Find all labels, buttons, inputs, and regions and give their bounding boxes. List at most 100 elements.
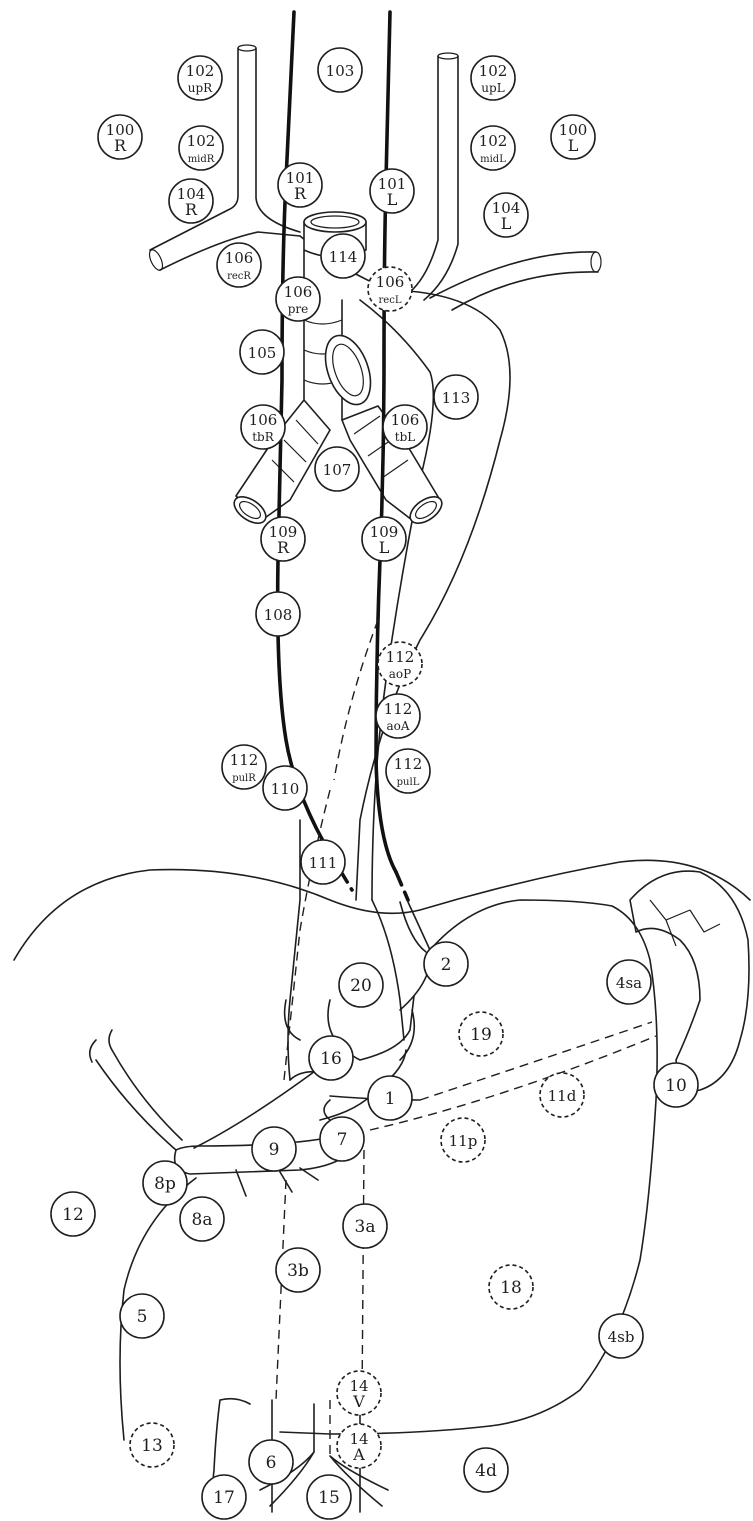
node-sublabel: pulL	[397, 777, 420, 788]
lymph-node-station: 16	[309, 1036, 353, 1080]
left-subclavian-artery	[430, 252, 596, 298]
right-carotid-opening	[238, 45, 256, 51]
lymph-node-station: 11p	[441, 1118, 485, 1162]
lymph-node-station: 20	[339, 963, 383, 1007]
node-sublabel: aoP	[389, 667, 411, 681]
lymph-node-station: 8a	[180, 1197, 224, 1241]
node-number: 106	[249, 411, 278, 429]
aortic-arch-inner	[360, 300, 433, 900]
node-sublabel: tbL	[395, 430, 416, 444]
node-sublabel: pulR	[232, 773, 256, 784]
esophagus-left-wall	[288, 820, 300, 1080]
lymph-node-station: 105	[240, 330, 284, 374]
trachea-top-opening	[304, 212, 366, 232]
node-label: 113	[442, 389, 471, 407]
lymph-node-station: 4d	[464, 1448, 508, 1492]
lymph-node-station: 107	[315, 447, 359, 491]
left-vagus-lower	[396, 872, 408, 900]
lymph-node-station: 14A	[337, 1424, 381, 1468]
node-number: 106	[225, 249, 254, 267]
node-label: 20	[350, 976, 372, 996]
node-label: 13	[141, 1436, 163, 1456]
lymph-node-station: 12	[51, 1192, 95, 1236]
node-label: 17	[213, 1488, 235, 1508]
lymph-node-station: 11d	[540, 1073, 584, 1117]
lymph-node-station: 104R	[169, 179, 213, 223]
lymph-node-station: 106tbL	[383, 405, 427, 449]
splenic-artery-dashed-upper	[420, 1022, 652, 1100]
node-label: 3a	[355, 1217, 376, 1237]
node-sublabel: V	[352, 1392, 365, 1411]
lymph-node-station: 109R	[261, 517, 305, 561]
node-number: 112	[230, 751, 259, 769]
lymph-node-station: 112 pulL	[386, 749, 430, 793]
splenic-artery-dashed-lower	[370, 1036, 656, 1130]
lymph-node-station: 14V	[337, 1371, 381, 1415]
lymph-node-stations: 100R102upR103102upL100L102midR102midL104…	[51, 48, 698, 1519]
lymph-node-station: 4sa	[607, 960, 651, 1004]
node-label: 105	[248, 344, 277, 362]
lymph-node-station: 101R	[278, 163, 322, 207]
node-label: 3b	[287, 1261, 309, 1281]
node-label: 12	[62, 1205, 84, 1225]
lymph-node-station: 106tbR	[241, 405, 285, 449]
node-number: 106	[376, 273, 405, 291]
node-sublabel: R	[185, 200, 198, 219]
node-label: 8a	[192, 1210, 213, 1230]
lymph-node-station: 18	[489, 1265, 533, 1309]
lymph-node-station: 102midR	[179, 126, 223, 170]
node-sublabel: upL	[481, 81, 504, 95]
node-label: 4sb	[608, 1328, 635, 1346]
node-label: 110	[271, 780, 300, 798]
node-label: 5	[137, 1307, 148, 1327]
node-number: 106	[391, 411, 420, 429]
node-number: 112	[394, 755, 423, 773]
node-label: 19	[470, 1025, 492, 1045]
lymph-node-station: 3a	[343, 1204, 387, 1248]
node-label: 18	[500, 1278, 522, 1298]
node-number: 102	[187, 132, 216, 150]
node-sublabel: tbR	[252, 430, 275, 444]
lymph-node-station: 15	[307, 1475, 351, 1519]
lymph-node-station: 104L	[484, 193, 528, 237]
node-label: 4d	[475, 1461, 497, 1481]
aortic-arch-outer	[300, 236, 510, 900]
node-number: 112	[384, 700, 413, 718]
stomach-greater-curvature-lower	[280, 1426, 490, 1434]
right-gastric-curve	[285, 1000, 300, 1040]
node-sublabel: recR	[227, 271, 251, 282]
node-label: 107	[323, 461, 352, 479]
left-subclavian-opening	[591, 252, 601, 272]
lymph-node-station: 102upL	[471, 56, 515, 100]
lymph-node-station: 8p	[143, 1161, 187, 1205]
lymph-node-station: 19	[459, 1012, 503, 1056]
lymph-node-station: 9	[252, 1127, 296, 1171]
node-sublabel: aoA	[386, 719, 409, 733]
lymph-node-station: 106recL	[368, 267, 412, 311]
node-sublabel: L	[501, 214, 512, 233]
aorta	[300, 236, 510, 900]
node-label: 15	[318, 1488, 340, 1508]
lymph-node-station: 108	[256, 592, 300, 636]
node-label: 16	[320, 1049, 342, 1069]
node-number: 106	[284, 283, 313, 301]
node-label: 1	[385, 1089, 396, 1109]
left-carotid-opening	[438, 53, 458, 59]
lymph-node-station: 106 recR	[217, 243, 261, 287]
proper-hepatic-artery	[96, 1060, 176, 1150]
node-sublabel: L	[379, 538, 390, 557]
lymph-node-station: 106pre	[276, 277, 320, 321]
lymph-node-station: 10	[654, 1063, 698, 1107]
node-sublabel: pre	[288, 302, 309, 316]
smv-dashed	[362, 1150, 364, 1400]
lymph-node-station: 109L	[362, 517, 406, 561]
lymph-node-station: 111	[301, 840, 345, 884]
lymph-node-station: 17	[202, 1475, 246, 1519]
node-sublabel: A	[352, 1445, 365, 1464]
diaphragm	[14, 860, 750, 960]
lymph-node-station: 3b	[276, 1248, 320, 1292]
lymph-node-station: 6	[249, 1440, 293, 1484]
left-carotid-artery	[410, 56, 438, 292]
